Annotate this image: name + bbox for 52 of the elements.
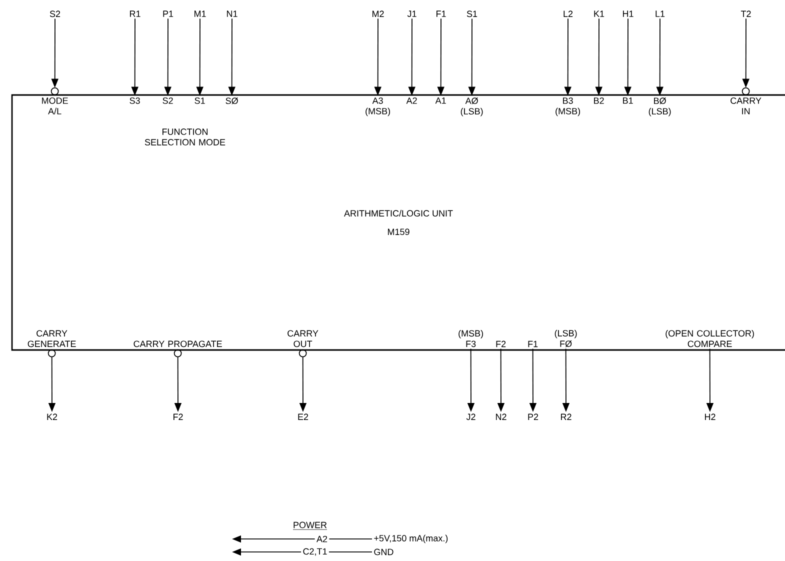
pin-label: F2 [174,414,183,420]
pin-name: (LSB) FØ [554,330,577,348]
pin-name: B3 (MSB) [556,97,580,116]
pin-name: (OPEN COLLECTOR) COMPARE [666,330,754,348]
pin-label: A2 [316,536,328,542]
supply-label: +5V,150 mA(max.) [374,534,448,544]
pin-label: L2 [564,10,573,17]
pin-label: S2 [50,10,60,18]
pin-name: SØ [226,97,238,104]
pin-label: H2 [704,414,716,420]
pin-name: B2 [594,97,604,104]
pin-name: F2 [496,340,506,348]
pin-name: A1 [435,97,446,104]
arrow [742,18,750,96]
pin-name: B1 [623,97,633,104]
pin-name: A3 (MSB) [366,97,390,116]
pin-label: L1 [656,10,665,17]
pin-label: P2 [528,414,538,420]
pin-label: N2 [496,414,506,420]
pin-label: M2 [372,10,384,17]
pin-name: CARRY IN [730,97,762,114]
pin-label: K1 [594,10,604,17]
pin-label: P1 [163,10,174,17]
pin-label: E2 [298,414,308,420]
pin-label: F1 [436,10,446,17]
pin-label: H1 [622,10,634,17]
heading: POWER [292,522,328,530]
pin-name: CARRY PROPAGATE [134,340,222,348]
pin-name: (MSB) F3 [458,330,483,348]
pin-label: K2 [47,414,58,420]
pin-name: S1 [194,97,205,104]
pin-label: J1 [407,10,416,17]
pin-label: T2 [740,10,751,17]
pin-name: BØ (LSB) [648,97,671,116]
pin-name: CARRY GENERATE [28,330,76,348]
caption-text: FUNCTION SELECTION MODE [144,128,226,146]
supply-label: GND [374,548,394,556]
pin-label: C2,T1 [303,548,327,556]
pin-label: M1 [194,10,206,17]
pin-name: MODE A/L [42,97,68,114]
pin-label: S1 [466,10,478,18]
arrow [50,18,59,96]
pin-label: J2 [466,414,476,420]
pin-label: R2 [560,414,572,420]
pin-name: S3 [130,97,140,104]
pin-name: F1 [528,340,538,348]
pin-label: N1 [227,10,238,17]
pin-name: CARRY OUT [288,330,318,348]
pin-name: S2 [162,97,173,104]
pin-label: R1 [130,10,140,17]
pin-name: A2 [406,97,417,104]
pin-name: AØ (LSB) [460,97,483,116]
